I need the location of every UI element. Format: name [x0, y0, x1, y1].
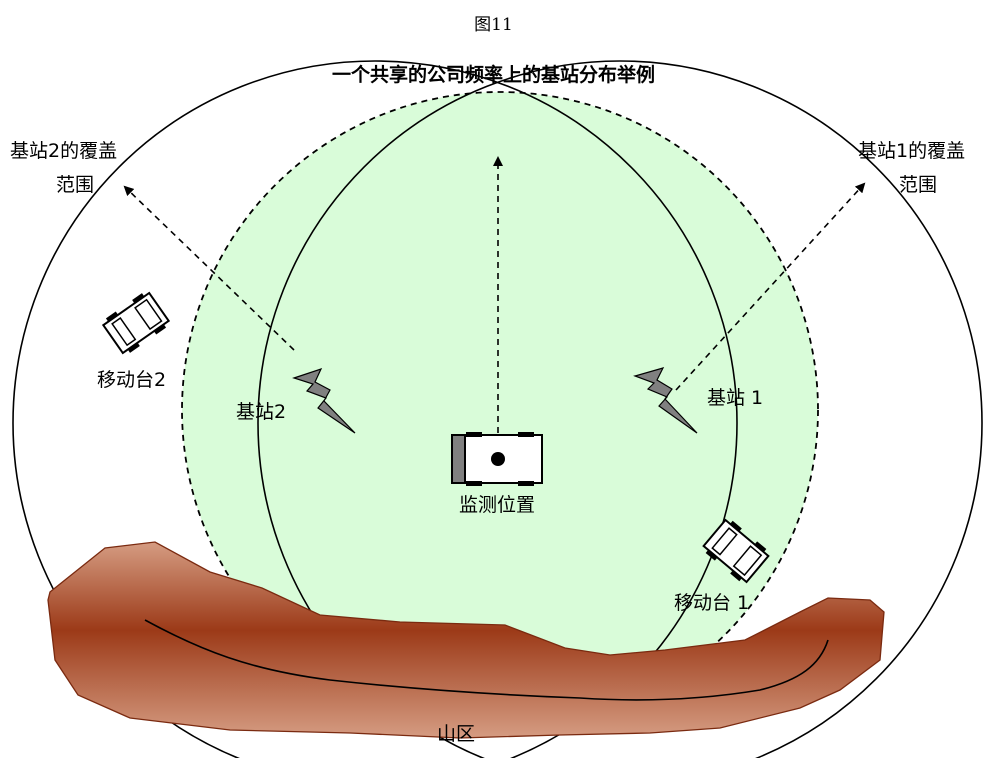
mobile-station-1-icon [702, 518, 770, 584]
mobile-station-1-label: 移动台 1 [674, 592, 749, 614]
base-station-2-icon [292, 367, 356, 434]
bs1-coverage-circle [257, 60, 983, 758]
bs1-coverage-label-line1: 基站1的覆盖 [858, 140, 965, 162]
base-station-2-label: 基站2 [236, 401, 286, 423]
figure-number: 图11 [474, 15, 513, 35]
mobile-station-2-label: 移动台2 [97, 369, 166, 391]
monitoring-position-label: 监测位置 [459, 494, 535, 516]
mountain-ridge-line [144, 619, 829, 701]
bs2-coverage-circle [12, 60, 738, 758]
bs1-coverage-label-line2: 范围 [899, 174, 937, 196]
base-station-1-label: 基站 1 [707, 387, 763, 409]
base-station-1-icon [633, 367, 698, 434]
bs2-coverage-label-line1: 基站2的覆盖 [10, 140, 117, 162]
arrow-bs1-range [675, 182, 866, 391]
mountain-region [47, 541, 885, 739]
mobile-station-2-icon [101, 291, 171, 355]
bs2-coverage-label-line2: 范围 [56, 174, 94, 196]
figure-title: 一个共享的公司频率上的基站分布举例 [331, 64, 655, 86]
monitoring-vehicle-icon [451, 432, 543, 486]
mountain-label: 山区 [437, 723, 475, 745]
